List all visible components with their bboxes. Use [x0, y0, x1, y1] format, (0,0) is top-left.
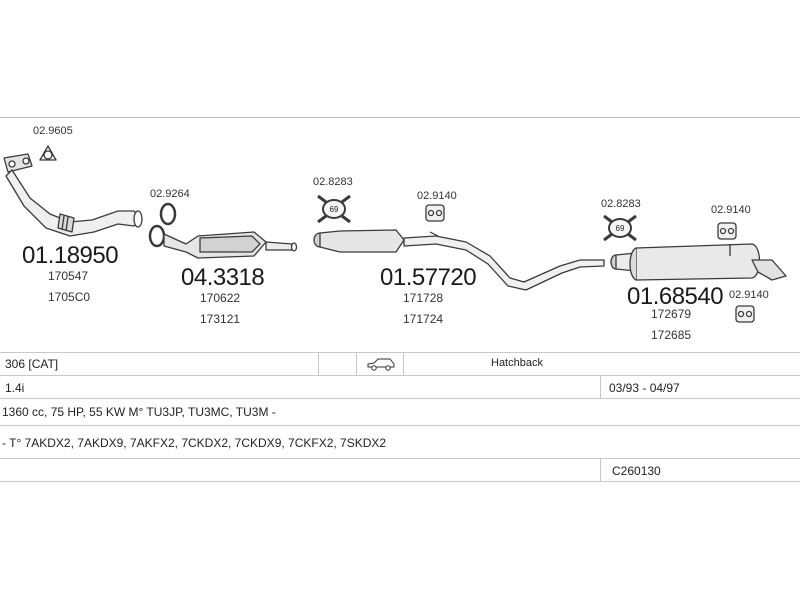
gasket-front-drawing — [39, 145, 57, 161]
middle-silencer-ref-1: 171728 — [403, 291, 444, 305]
middle-silencer-part-number: 01.57720 — [380, 264, 477, 291]
clamp-cat-label: 02.9264 — [150, 188, 190, 200]
table-row-code: C260130 — [0, 459, 800, 482]
vehicle-body: Hatchback — [491, 357, 543, 369]
top-rule — [0, 117, 800, 118]
rear-silencer-ref-1: 172679 — [651, 307, 692, 321]
vehicle-model: 306 [CAT] — [5, 357, 59, 371]
catalyst-part-number: 04.3318 — [181, 264, 265, 291]
vehicle-engine: 1.4i — [5, 381, 25, 395]
catalyst-ref-1: 170622 — [200, 291, 241, 305]
ring-rear-drawing — [603, 214, 637, 242]
downpipe-ref-1: 170547 — [48, 269, 89, 283]
hanger-middle-label: 02.9140 — [417, 190, 457, 202]
catalyst-drawing — [148, 224, 298, 259]
hanger-middle-drawing — [425, 204, 445, 222]
downpipe-part-number: 01.18950 — [22, 242, 119, 269]
catalyst-ref-2: 173121 — [200, 312, 241, 326]
vehicle-types: - T° 7AKDX2, 7AKDX9, 7AKFX2, 7CKDX2, 7CK… — [2, 436, 387, 450]
exhaust-system-diagram: 69 69 — [3, 145, 787, 323]
ring-rear-label: 02.8283 — [601, 198, 641, 210]
vehicle-years: 03/93 - 04/97 — [609, 381, 680, 395]
table-row-specs: 1360 cc, 75 HP, 55 KW M° TU3JP, TU3MC, T… — [0, 399, 800, 426]
hanger-rear-label: 02.9140 — [711, 204, 751, 216]
ring-middle-badge: 69 — [330, 205, 339, 214]
vehicle-table: 306 [CAT] Hatchback 1.4i 03/93 - 04/97 1… — [0, 352, 800, 482]
vehicle-specs: 1360 cc, 75 HP, 55 KW M° TU3JP, TU3MC, T… — [2, 405, 276, 419]
middle-silencer-drawing — [313, 229, 605, 291]
hanger-rear-drawing — [717, 222, 737, 240]
rear-silencer-drawing — [610, 243, 787, 281]
downpipe-drawing — [3, 153, 143, 237]
downpipe-ref-2: 1705C0 — [48, 290, 91, 304]
table-row-types: - T° 7AKDX2, 7AKDX9, 7AKFX2, 7CKDX2, 7CK… — [0, 426, 800, 459]
hanger-rear-low-drawing — [735, 305, 755, 323]
clamp-cat-drawing — [159, 202, 177, 226]
table-row-model: 306 [CAT] Hatchback — [0, 353, 800, 376]
middle-silencer-ref-2: 171724 — [403, 312, 444, 326]
rear-silencer-ref-2: 172685 — [651, 328, 692, 342]
vehicle-code: C260130 — [612, 464, 661, 478]
ring-rear-badge: 69 — [616, 224, 625, 233]
table-row-engine: 1.4i 03/93 - 04/97 — [0, 376, 800, 399]
ring-middle-drawing — [317, 194, 351, 224]
rear-silencer-part-number: 01.68540 — [627, 283, 724, 310]
hanger-rear-low-label: 02.9140 — [729, 289, 769, 301]
gasket-front-label: 02.9605 — [33, 125, 73, 137]
car-body-icon — [366, 357, 396, 374]
ring-middle-label: 02.8283 — [313, 176, 353, 188]
